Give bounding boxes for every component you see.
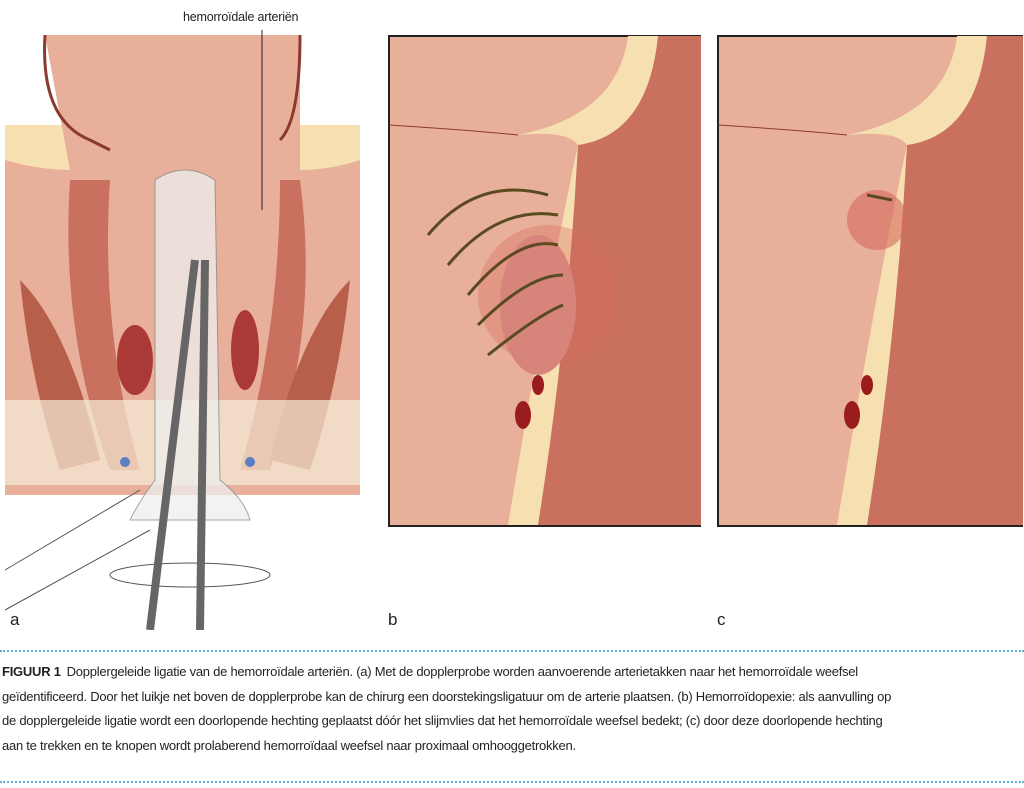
panel-label-b: b	[388, 610, 398, 629]
caption-top-rule	[0, 650, 1024, 652]
panel-b-illustration	[388, 35, 701, 527]
caption-line-2: geïdentificeerd. Door het luikje net bov…	[2, 688, 892, 704]
panel-a-illustration	[4, 30, 360, 630]
panel-label-c: c	[717, 610, 726, 629]
panel-label-a: a	[10, 610, 20, 629]
callout-hemorrhoidal-arteries: hemorroïdale arteriën	[183, 10, 299, 24]
caption-line-3: de dopplergeleide ligatie wordt een door…	[2, 713, 883, 728]
panel-c-illustration	[717, 35, 1023, 527]
caption-label: FIGUUR 1	[2, 664, 61, 679]
caption-line-4: aan te trekken en te knopen wordt prolab…	[2, 737, 576, 753]
caption-bottom-rule	[0, 781, 1024, 783]
